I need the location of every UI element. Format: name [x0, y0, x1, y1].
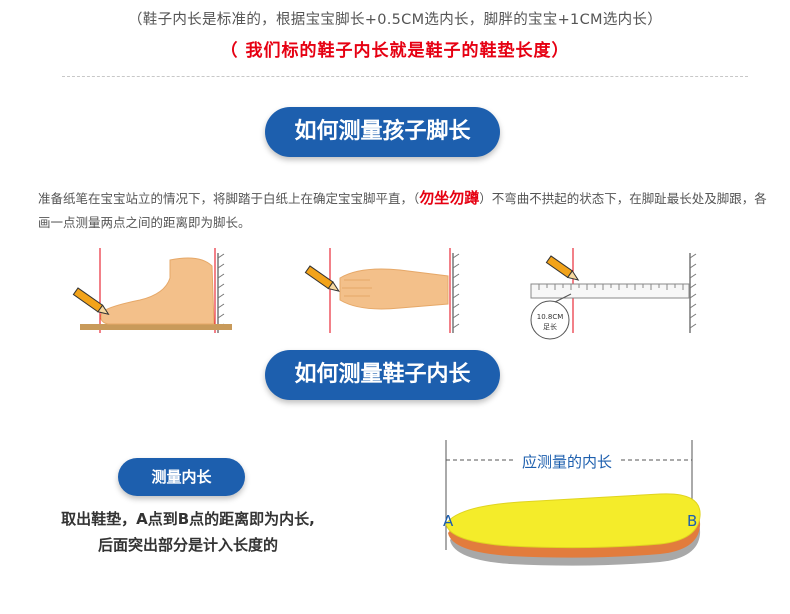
foot-side-diagram	[72, 248, 232, 333]
insole-length-label: 应测量的内长	[516, 451, 619, 472]
badge-label: 足长	[543, 322, 557, 331]
ruler-diagram: 10.8CM 足长	[530, 248, 697, 340]
wall-icon	[217, 253, 225, 333]
pencil-icon	[72, 287, 110, 315]
section-title-shoe-length: 如何测量鞋子内长	[265, 350, 500, 400]
wall-icon	[452, 253, 460, 333]
point-a-label: A	[443, 512, 454, 530]
measure-pill: 测量内长	[118, 458, 245, 496]
headline: （ 我们标的鞋子内长就是鞋子的鞋垫长度）	[220, 41, 570, 61]
badge-value: 10.8CM	[537, 313, 564, 321]
description-line2: 后面突出部分是计入长度的	[97, 536, 278, 554]
description-line1: 取出鞋垫，A点到B点的距离即为内长,	[61, 510, 315, 528]
wall-icon	[689, 253, 697, 333]
point-b-label: B	[687, 512, 698, 530]
description: 取出鞋垫，A点到B点的距离即为内长, 后面突出部分是计入长度的	[38, 506, 338, 558]
top-note: （鞋子内长是标准的，根据宝宝脚长+0.5CM选内长，脚胖的宝宝+1CM选内长）	[127, 12, 663, 28]
section-title-foot-length: 如何测量孩子脚长	[265, 107, 500, 157]
floor-board	[80, 324, 232, 330]
warning-text: 勿坐勿蹲	[419, 189, 480, 207]
foot-icon	[339, 268, 449, 310]
foot-top-diagram	[304, 248, 460, 333]
instructions-part2: ）不弯曲不拱起的状态下，在脚趾最长处及脚跟，各画一点测量两点之间的距离即为脚长。	[38, 191, 767, 230]
insole-top-layer	[445, 493, 701, 549]
pencil-icon	[545, 255, 580, 281]
instructions: 准备纸笔在宝宝站立的情况下，将脚踏于白纸上在确定宝宝脚平直，（勿坐勿蹲）不弯曲不…	[38, 186, 768, 235]
divider	[62, 76, 748, 77]
insole-diagram	[445, 440, 701, 566]
instructions-part1: 准备纸笔在宝宝站立的情况下，将脚踏于白纸上在确定宝宝脚平直，（	[38, 191, 420, 206]
measurement-badge	[530, 300, 570, 340]
pencil-icon	[304, 265, 340, 292]
foot-icon	[100, 257, 215, 325]
